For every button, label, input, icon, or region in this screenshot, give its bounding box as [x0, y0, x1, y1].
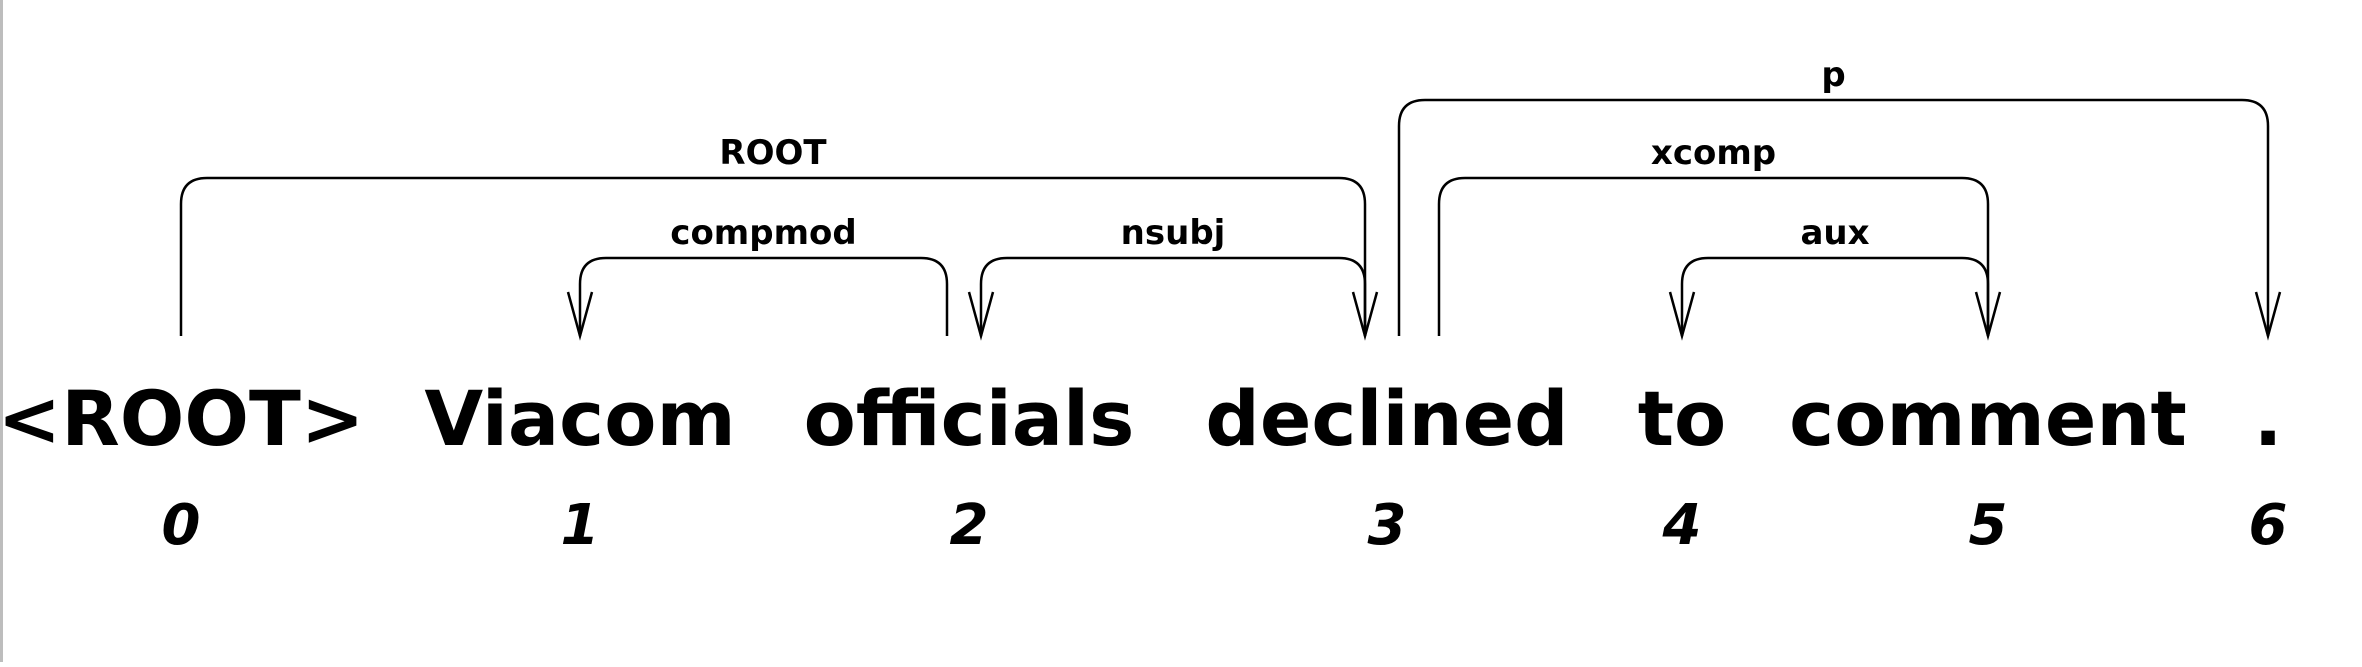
dependency-arc-aux: [1680, 256, 1990, 336]
token-index: 0: [162, 493, 201, 558]
arc-label: ROOT: [719, 133, 827, 173]
arc-label: xcomp: [1651, 133, 1776, 173]
token-index: 5: [1969, 493, 2008, 558]
dependency-parse-svg: ROOT compmod nsubj p xcomp aux <ROOT> 0 Viacom 1…: [0, 55, 2288, 558]
token-word: <ROOT>: [3, 374, 364, 463]
arc-label: nsubj: [1121, 213, 1226, 253]
arc-label: p: [1821, 55, 1845, 95]
token-word: to: [1638, 374, 1727, 463]
token-word: Viacom: [424, 374, 735, 463]
token-index: 4: [1662, 493, 1702, 558]
arrowhead-icon: [566, 291, 594, 341]
arc-label: aux: [1800, 213, 1869, 253]
arc-label: compmod: [670, 213, 856, 253]
token-word: comment: [1789, 374, 2187, 463]
dependency-arc-nsubj: [979, 256, 1367, 336]
dependency-arc-p: [1397, 98, 2270, 336]
token-word: declined: [1205, 374, 1568, 463]
dependency-arc-xcomp: [1437, 176, 1990, 336]
tokens-layer: <ROOT> 0 Viacom 1 officials 2 declined 3 to 4 comm…: [0, 374, 2288, 558]
token-word: .: [2254, 374, 2283, 463]
token-index: 3: [1368, 493, 1407, 558]
arrowhead-icon: [967, 291, 995, 341]
token-index: 6: [2249, 493, 2288, 558]
arcs-layer: ROOT compmod nsubj p xcomp aux: [179, 55, 2282, 341]
token-index: 1: [561, 493, 600, 558]
arrowhead-icon: [2254, 291, 2282, 341]
dependency-arc-compmod: [578, 256, 949, 336]
token-word: officials: [804, 374, 1135, 463]
arrowhead-icon: [1668, 291, 1696, 341]
token-index: 2: [950, 493, 989, 558]
dependency-arc-ROOT: [179, 176, 1367, 336]
